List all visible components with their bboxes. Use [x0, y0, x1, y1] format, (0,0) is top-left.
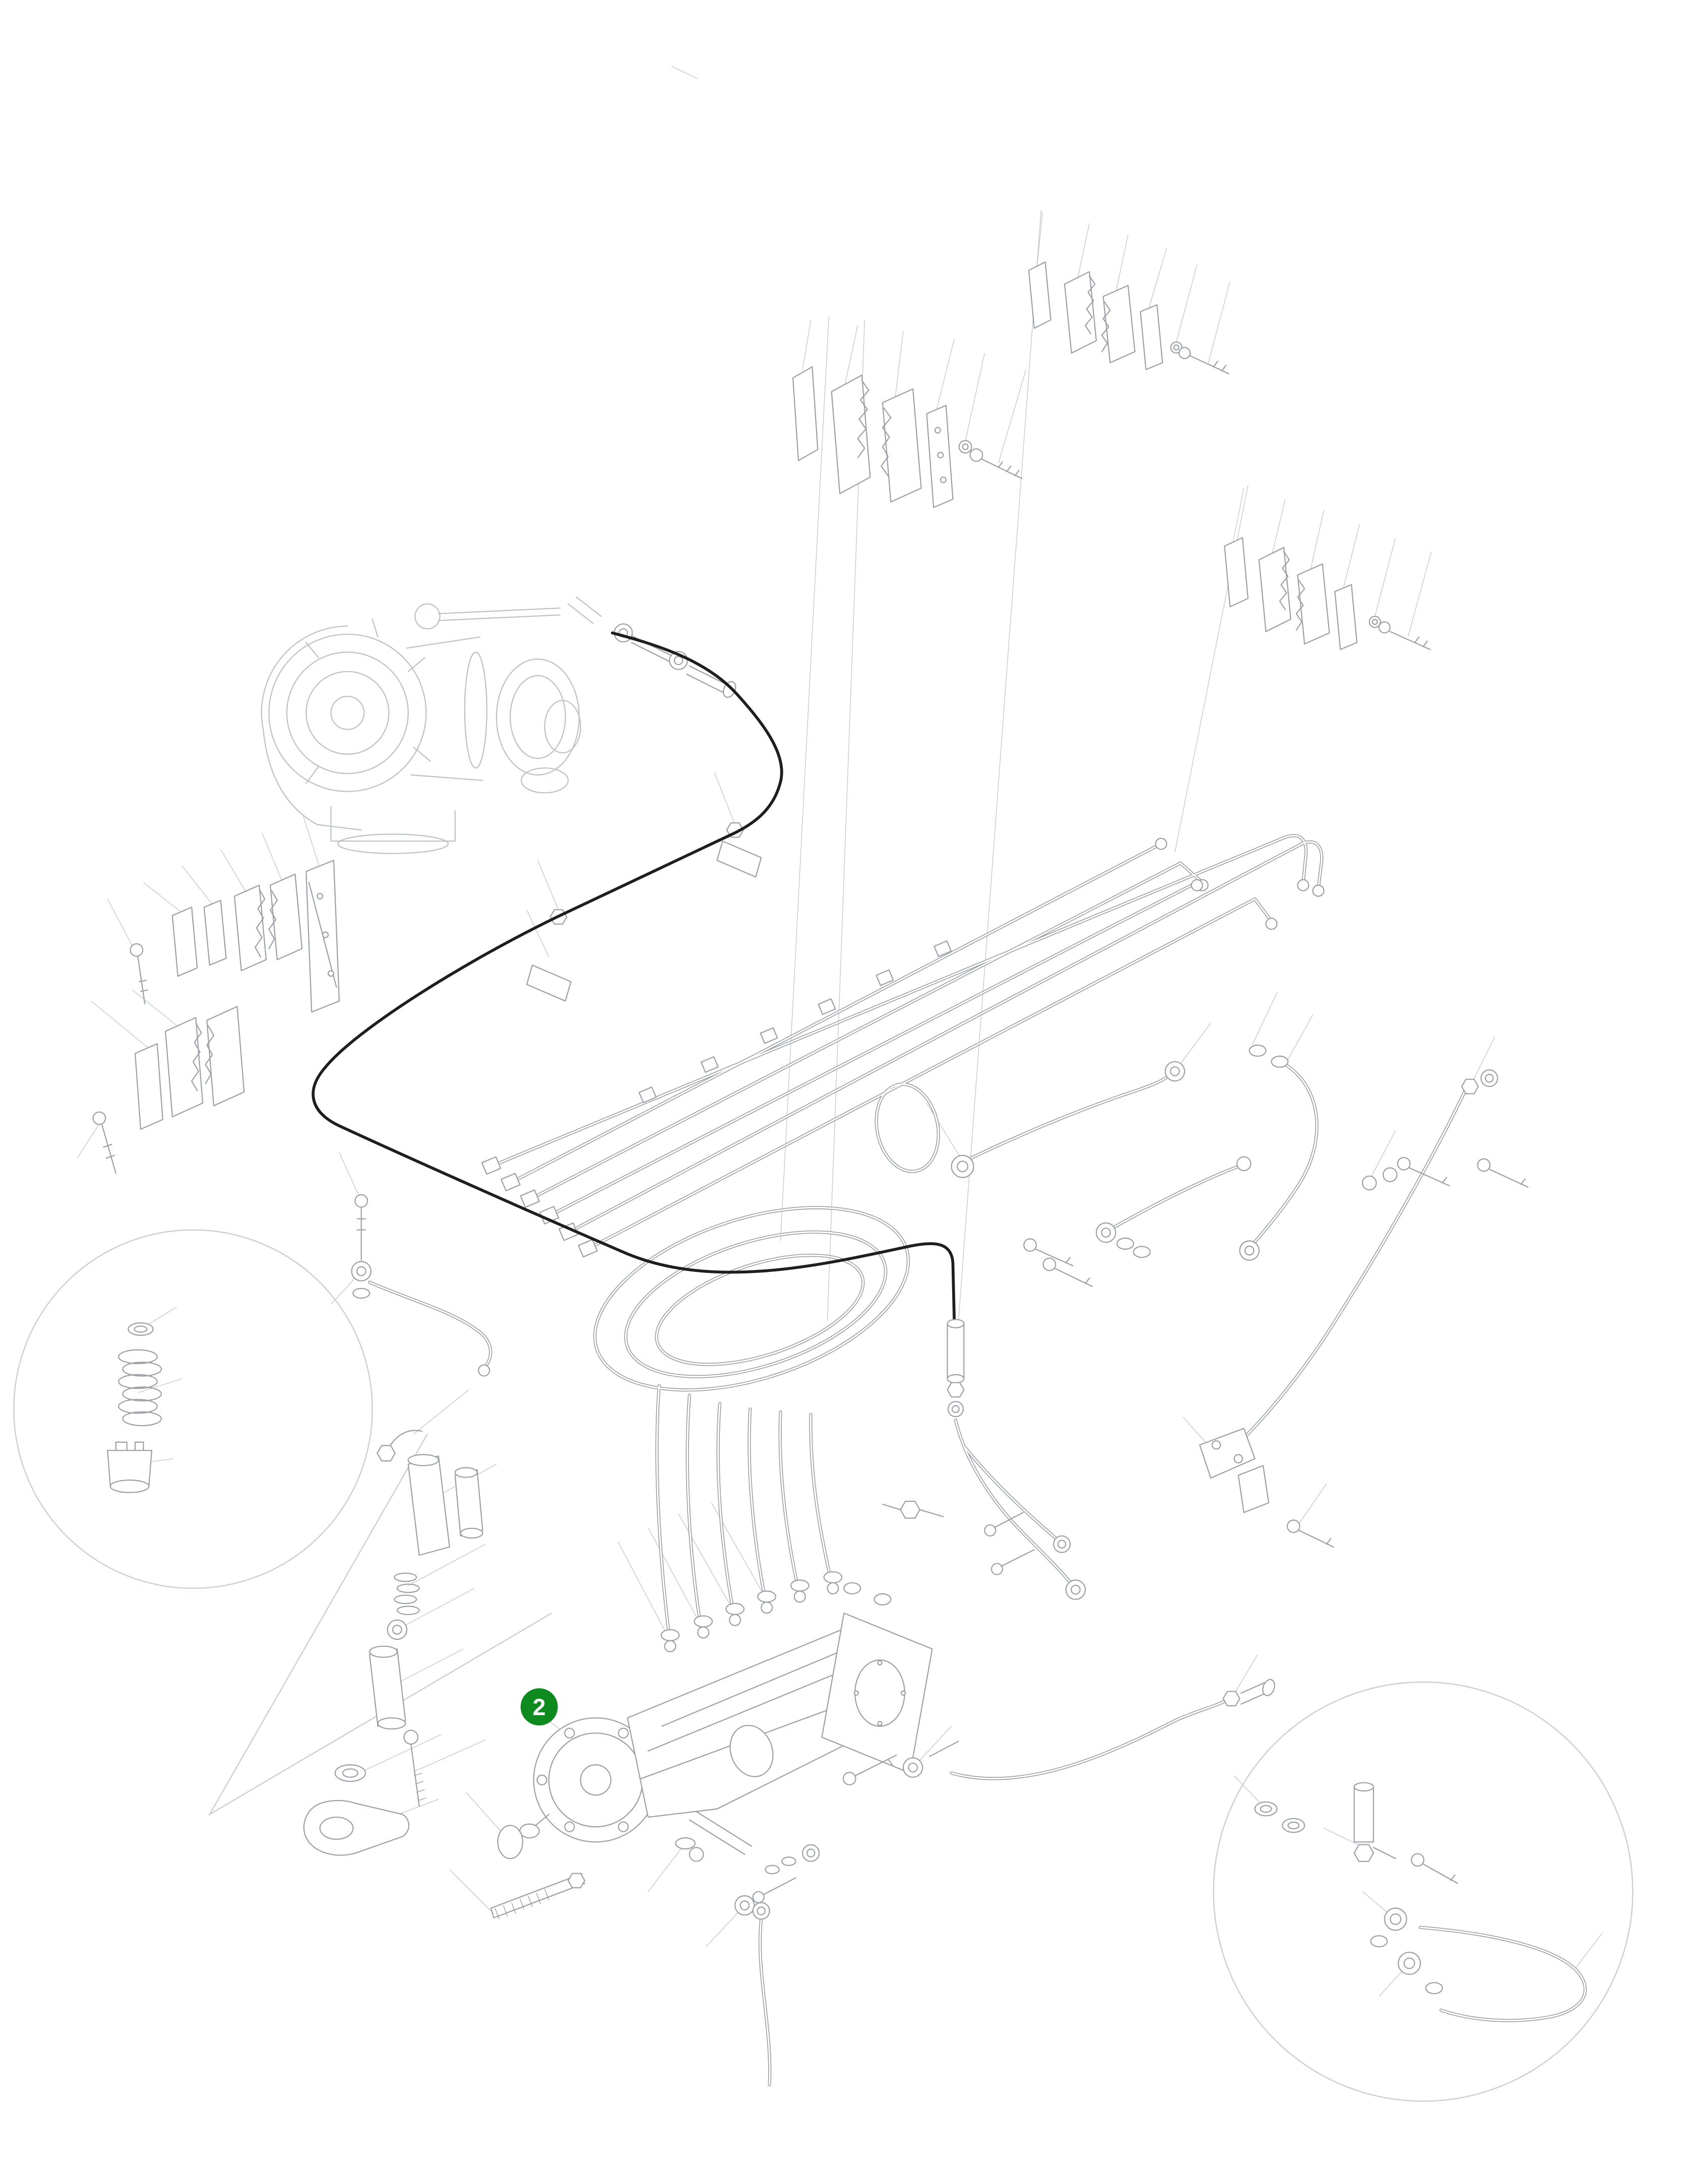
pipe-clamp-set-upper-right	[1224, 537, 1431, 650]
line-hold-down-hardware	[351, 1194, 372, 1299]
fuel-lines-and-pipes	[369, 836, 1585, 2084]
boost-hose-fittings	[613, 623, 736, 698]
overflow-valve	[882, 1319, 1086, 1600]
pipe-clamp-set-top	[1028, 261, 1229, 374]
detail-view-boundaries	[13, 1229, 1634, 2102]
injection-line-fittings	[478, 838, 1325, 1377]
callout-2-badge[interactable]: 2	[520, 1688, 558, 1726]
fuel-return-pipes	[951, 1044, 1529, 1548]
injector-spring-and-nut-detail	[107, 1322, 162, 1493]
turbocharger	[261, 596, 602, 854]
boost-air-hose	[312, 631, 956, 1323]
pipe-clamp-set-top-center	[792, 366, 1023, 508]
boost-hose-clamps	[526, 822, 762, 1002]
fuel-injection-pump	[519, 1571, 959, 1855]
supply-hose-fitting	[1222, 1679, 1275, 1707]
fuel-injector-assembly	[303, 1430, 483, 1856]
pipe-clamp-set-left	[92, 860, 340, 1174]
callout-2-label: 2	[533, 1694, 546, 1720]
callout-2-circle[interactable]	[520, 1688, 558, 1726]
pump-mounting-hardware	[490, 1825, 820, 1920]
banjo-fitting-detail	[1254, 1782, 1458, 1995]
